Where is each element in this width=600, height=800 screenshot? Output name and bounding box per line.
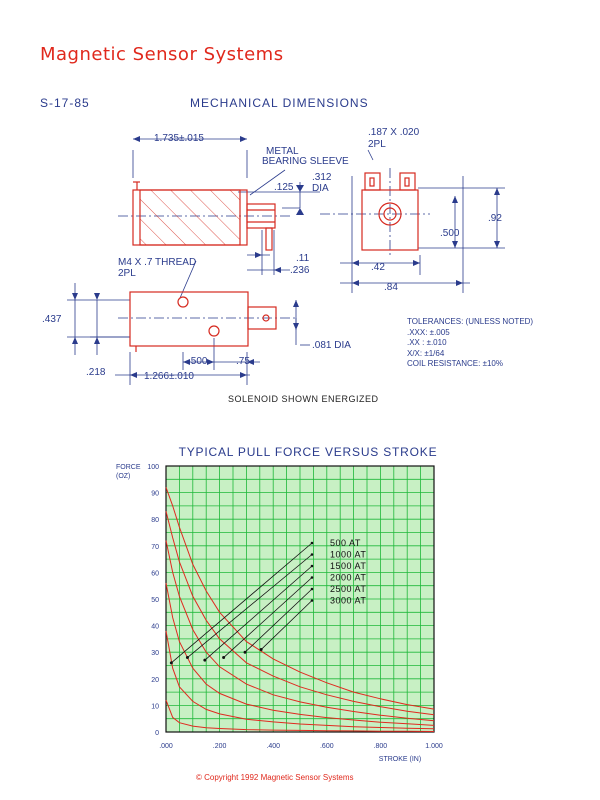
series-line-2 [165,630,435,730]
dim-125: .125 [274,182,294,193]
thread-label-2: 2PL [118,268,136,279]
series-pointer-dot [203,658,207,662]
legend-leader-line [260,600,313,650]
legend-leader-line [244,588,313,653]
legend-leader-dot [310,599,314,602]
dia-312-label-2: DIA [312,183,329,194]
dim-1266: 1.266±.010 [144,371,194,382]
series-pointer-dot [169,661,173,665]
y-tick-label: 20 [151,677,159,684]
legend-leader-dot [310,564,314,568]
dim-236: .236 [290,265,310,276]
dim-92: .92 [488,213,502,224]
y-axis-unit: (OZ) [116,473,130,480]
terminal-label-2: 2PL [368,139,386,150]
series-line-1 [165,699,435,732]
legend-leader-dot [310,553,314,556]
part-number: S-17-85 [40,96,90,110]
dim-length: 1.735±.015 [154,133,204,144]
legend-leader-dot [310,541,314,545]
dim-218: .218 [86,367,106,378]
x-tick-label: .600 [320,743,334,750]
legend-leader-dot [310,576,314,579]
x-tick-label: .400 [266,743,280,750]
series-pointer-dot [222,656,226,660]
y-tick-label: 0 [155,730,159,737]
copyright: © Copyright 1992 Magnetic Sensor Systems [196,773,354,782]
tolerance-coil: COIL RESISTANCE: ±10% [407,359,503,369]
y-tick-label: 40 [151,624,159,631]
x-axis-label: STROKE (IN) [379,756,421,763]
plot-border [165,465,435,733]
legend-leader-line [223,577,313,658]
dim-84: .84 [384,282,398,293]
dim-42: .42 [371,262,385,273]
chart-title: TYPICAL PULL FORCE VERSUS STROKE [179,445,438,459]
series-line-6 [165,487,435,710]
y-tick-label: 10 [151,703,159,710]
legend-label: 1000 AT [330,550,366,560]
y-tick-label: 30 [151,650,159,657]
legend-leader-dot [310,587,314,591]
series-pointer-dot [185,656,189,660]
legend-leader-line [204,565,313,661]
x-tick-label: .800 [374,743,388,750]
metal-sleeve-label-2: BEARING SLEEVE [262,156,349,167]
series-pointer-dot [243,650,247,654]
company-name: Magnetic Sensor Systems [40,44,284,65]
y-tick-label: 100 [147,464,159,471]
legend-leader-line [187,554,313,658]
dim-081: .081 DIA [312,340,351,351]
tolerance-xx: .XX : ±.010 [407,338,447,348]
terminal-label-1: .187 X .020 [368,127,420,138]
tolerances-block: TOLERANCES: (UNLESS NOTED) .XXX: ±.005 .… [407,317,533,370]
tolerance-title: TOLERANCES: (UNLESS NOTED) [407,317,534,326]
caption: SOLENOID SHOWN ENERGIZED [228,394,379,404]
series-line-5 [165,511,435,716]
x-tick-label: .000 [159,743,173,750]
dim-500-end: .500 [440,228,460,239]
metal-sleeve-label-1: METAL [266,146,299,157]
dim-75: .75 [236,356,250,367]
legend-leader-line [171,542,313,664]
legend-label: 3000 AT [330,596,366,606]
thread-label-1: M4 X .7 THREAD [118,257,197,268]
y-axis-label: FORCE [116,464,141,471]
legend-label: 500 AT [330,538,361,548]
series-line-3 [165,582,435,726]
dim-11: .11 [296,253,310,264]
legend-label: 1500 AT [330,561,366,571]
series-line-4 [165,540,435,722]
y-tick-label: 70 [151,544,159,551]
x-tick-label: 1.000 [425,743,443,750]
y-tick-label: 50 [151,597,159,604]
section-title: MECHANICAL DIMENSIONS [190,96,369,110]
dim-437: .437 [42,314,62,325]
dim-500-bottom: .500 [188,356,208,367]
y-tick-label: 80 [151,517,159,524]
legend-label: 2500 AT [330,584,366,594]
y-tick-label: 90 [151,491,159,498]
x-tick-label: .200 [213,743,227,750]
tolerance-frac: X/X: ±1/64 [407,348,445,358]
legend-label: 2000 AT [330,573,366,583]
tolerance-xxx: .XXX: ±.005 [407,327,450,337]
y-tick-label: 60 [151,570,159,577]
dia-312-label-1: .312 [312,172,332,183]
series-pointer-dot [259,648,263,652]
